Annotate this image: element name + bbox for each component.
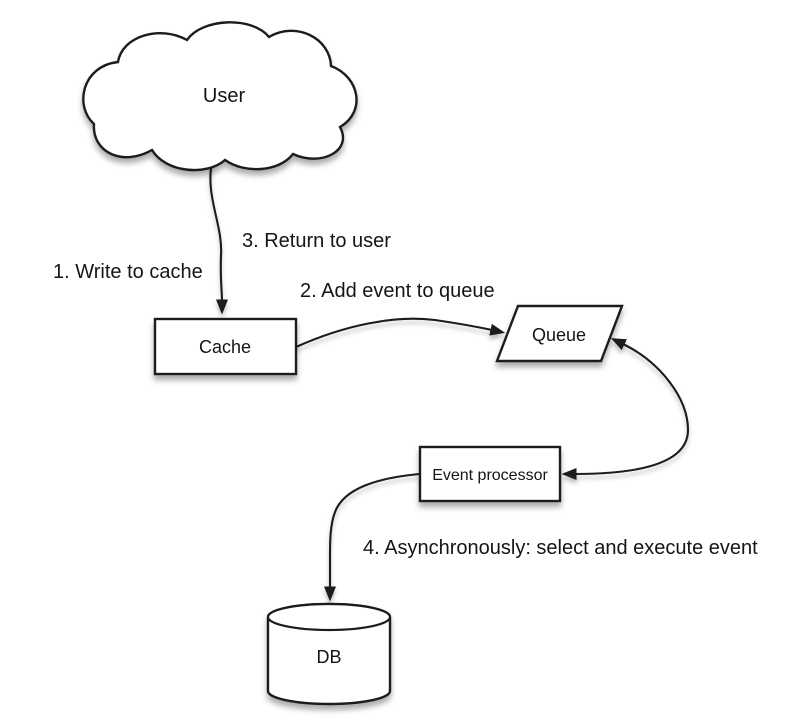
annotation-step-1: 1. Write to cache <box>53 261 203 283</box>
event-processor-box <box>418 445 562 503</box>
user-cloud-shape <box>82 21 358 172</box>
cache-box <box>153 317 298 376</box>
user-label: User <box>203 85 246 107</box>
db-label: DB <box>316 647 341 667</box>
db-cylinder-top <box>266 602 392 632</box>
cache-label: Cache <box>199 337 251 357</box>
annotation-step-3: 3. Return to user <box>242 230 391 252</box>
edge-eventprocessor-to-db <box>324 472 420 602</box>
queue-parallelogram <box>495 304 624 363</box>
edge-queue-eventprocessor-double-arrow <box>561 338 690 480</box>
queue-label: Queue <box>532 325 586 345</box>
annotation-step-2: 2. Add event to queue <box>300 280 495 302</box>
edge-user-to-cache <box>209 161 228 315</box>
edge-cache-to-queue <box>295 317 506 348</box>
event-processor-label: Event processor <box>432 467 548 484</box>
annotation-step-4: 4. Asynchronously: select and execute ev… <box>363 537 758 559</box>
